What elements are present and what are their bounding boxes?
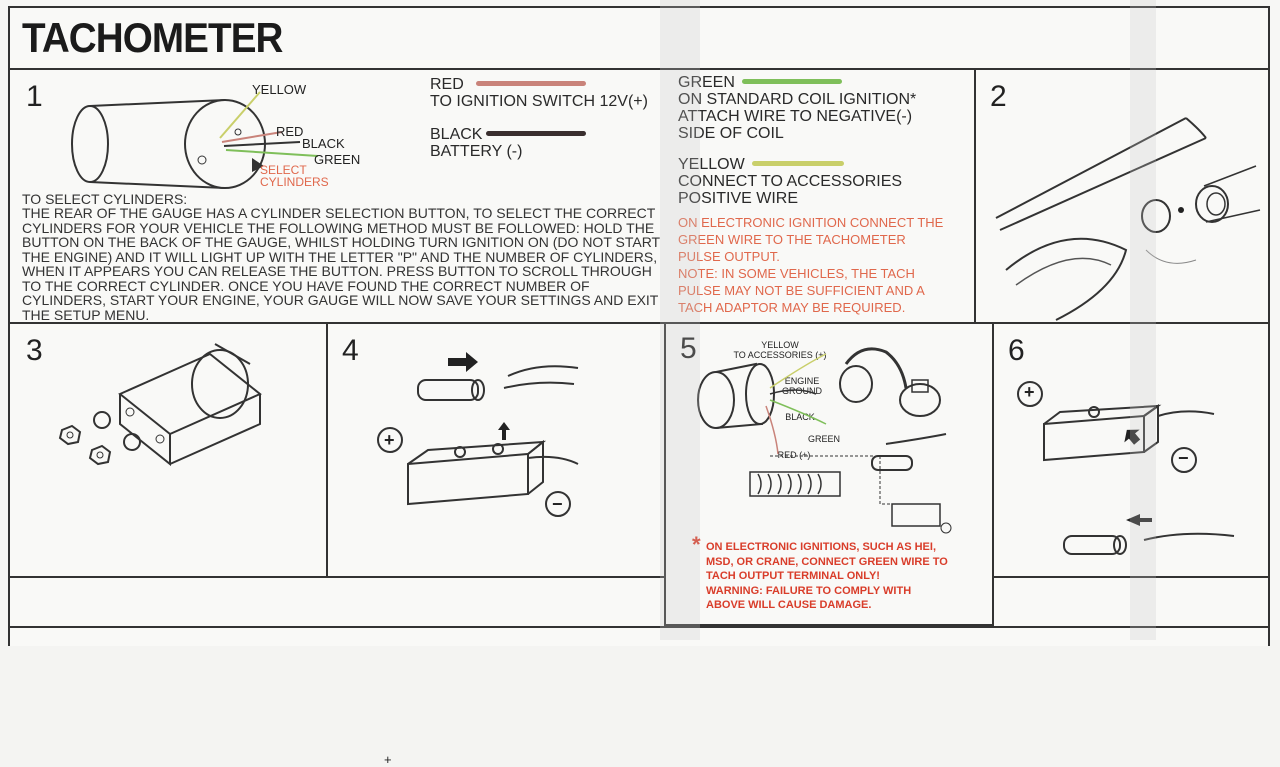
instruction-sheet: TACHOMETER 1 YELLOW RED BLACK GREEN SELE… (8, 0, 1270, 767)
panel-1: 1 YELLOW RED BLACK GREEN SELECT CYLINDER… (8, 68, 976, 324)
negative-terminal-symbol: − (552, 494, 563, 514)
print-through-mark (660, 0, 700, 640)
legend-black-name: BLACK (430, 126, 483, 143)
text-line: BUTTON ON THE BACK OF THE GAUGE, WHILST … (22, 234, 661, 250)
text-line: CYLINDERS, START YOUR ENGINE, YOUR GAUGE… (22, 292, 659, 308)
instructions-heading: TO SELECT CYLINDERS: (22, 191, 188, 207)
step-number: 5 (680, 332, 697, 365)
step-number: 6 (1008, 334, 1025, 367)
page-title: TACHOMETER (22, 14, 283, 61)
step-number: 3 (26, 334, 43, 367)
text-line: ON ELECTRONIC IGNITION CONNECT THE (678, 215, 944, 230)
legend-red-name: RED (430, 76, 464, 93)
wiring-diagram (697, 347, 952, 534)
wiring-label-yellow: YELLOW TO ACCESSORIES (+) (733, 340, 827, 360)
text-line: NOTE: IN SOME VEHICLES, THE TACH (678, 266, 915, 281)
step-number: 1 (26, 80, 43, 113)
gauge-label-green: GREEN (314, 152, 361, 167)
legend-green-desc-2: ATTACH WIRE TO NEGATIVE(-) (678, 108, 913, 125)
wiring-label-black: BLACK (785, 412, 815, 422)
wire-swatch-green (742, 79, 842, 84)
legend-yellow-name: YELLOW (678, 156, 745, 173)
panel-5: 5 YELLOW TO ACCESSORIES (+) ENGINE GROUN… (664, 322, 994, 626)
text-line: TO THE CORRECT CYLINDER. ONCE YOU HAVE F… (22, 277, 590, 294)
panel-2: 2 (974, 68, 1270, 324)
text-line: ABOVE WILL CAUSE DAMAGE. (706, 599, 872, 611)
panel-3: 3 (8, 322, 328, 578)
text-line: GREEN WIRE TO THE TACHOMETER (678, 232, 906, 247)
asterisk-marker: * (692, 532, 701, 557)
next-row-strip (8, 626, 1270, 646)
wire-swatch-black (486, 131, 586, 136)
legend-green-desc-1: ON STANDARD COIL IGNITION* (678, 91, 917, 108)
negative-terminal-symbol: − (1178, 448, 1189, 468)
text-line: WHEN IT APPEARS YOU CAN RELEASE THE BUTT… (22, 263, 652, 279)
panel-6: 6 + − (992, 322, 1270, 578)
positive-terminal-symbol: + (384, 430, 395, 450)
gauge-label-black: BLACK (302, 136, 345, 151)
legend-red-desc: TO IGNITION SWITCH 12V(+) (430, 93, 648, 110)
positive-terminal-symbol: + (1024, 382, 1035, 402)
text-line: TACH ADAPTOR MAY BE REQUIRED. (678, 300, 906, 315)
text-line: ON ELECTRONIC IGNITIONS, SUCH AS HEI, (706, 541, 936, 553)
legend-green-name: GREEN (678, 74, 735, 91)
battery-reconnect-illustration (1017, 381, 1235, 555)
gauge-illustration (71, 91, 319, 189)
text-line: THE ENGINE) AND IT WILL LIGHT UP WITH TH… (22, 248, 658, 265)
text-line: CYLINDERS FOR YOUR VEHICLE THE FOLLOWING… (22, 219, 655, 236)
legend-black-desc: BATTERY (-) (430, 143, 523, 160)
text-line: THE SETUP MENU. (22, 306, 150, 323)
dashboard-mounting-illustration (995, 117, 1261, 321)
text-line: MSD, OR CRANE, CONNECT GREEN WIRE TO (706, 555, 948, 568)
gauge-label-red: RED (276, 124, 304, 139)
legend-yellow-desc-1: CONNECT TO ACCESSORIES (678, 173, 903, 190)
bracket-mounting-illustration (58, 343, 262, 467)
panel-4: 4 + + − (326, 322, 666, 767)
lower-panel-left (8, 576, 666, 628)
text-line: WARNING: FAILURE TO COMPLY WITH (706, 584, 912, 597)
text-line: THE REAR OF THE GAUGE HAS A CYLINDER SEL… (22, 205, 656, 221)
legend-yellow-desc-2: POSITIVE WIRE (678, 190, 799, 207)
wiring-label-green: GREEN (807, 434, 840, 444)
print-through-mark (1130, 0, 1156, 640)
gauge-label-select-cylinders: SELECT CYLINDERS (260, 163, 329, 189)
step-number: 2 (990, 80, 1007, 113)
wiring-label-red: RED (+) (777, 450, 811, 460)
gauge-label-yellow: YELLOW (252, 82, 307, 97)
wire-swatch-red (476, 81, 586, 86)
positive-terminal-symbol: + (384, 752, 392, 767)
text-line: PULSE MAY NOT BE SUFFICIENT AND A (678, 283, 925, 298)
wire-swatch-yellow (752, 161, 844, 166)
step-number: 4 (342, 334, 359, 367)
legend-green-desc-3: SIDE OF COIL (678, 125, 784, 142)
battery-disconnect-illustration (377, 352, 579, 517)
header-box: TACHOMETER (8, 6, 1270, 70)
text-line: TACH OUTPUT TERMINAL ONLY! (706, 570, 880, 582)
text-line: PULSE OUTPUT. (678, 249, 780, 264)
